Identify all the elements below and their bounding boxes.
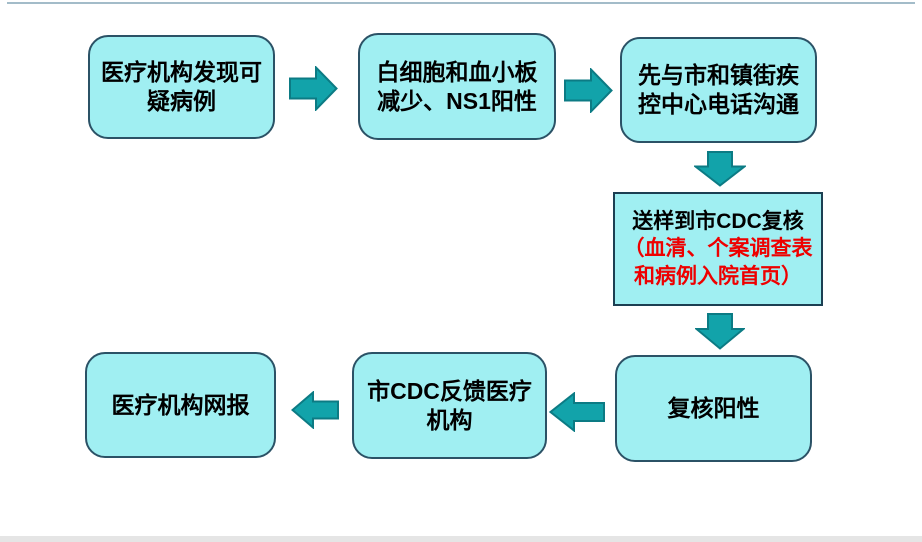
flow-node-label: 医疗机构网报	[111, 391, 250, 418]
slide-top-rule	[7, 2, 915, 4]
flow-node-suspected-case: 医疗机构发现可疑病例	[88, 35, 275, 139]
flow-node-label: 先与市和镇街疾控中心电话沟通	[638, 62, 799, 117]
flow-node-network-report: 医疗机构网报	[85, 352, 276, 458]
arrow-left-icon	[549, 392, 605, 432]
flow-node-phone-cdc: 先与市和镇街疾控中心电话沟通	[620, 37, 817, 143]
flow-node-send-sample: 送样到市CDC复核 （血清、个案调查表和病例入院首页）	[613, 192, 823, 306]
flow-node-label-black: 送样到市CDC复核	[632, 210, 804, 234]
slide-bottom-band	[0, 536, 922, 542]
arrow-right-icon	[289, 66, 338, 111]
flow-node-label: 白细胞和血小板减少、NS1阳性	[376, 58, 538, 114]
flow-node-cdc-feedback: 市CDC反馈医疗机构	[352, 352, 547, 459]
flow-node-label: 复核阳性	[667, 395, 760, 422]
arrow-down-icon	[694, 151, 746, 187]
flow-node-label: 医疗机构发现可疑病例	[101, 59, 262, 114]
flow-node-review-positive: 复核阳性	[615, 355, 812, 462]
flow-node-lab-findings: 白细胞和血小板减少、NS1阳性	[358, 33, 556, 140]
arrow-left-icon	[291, 391, 339, 429]
arrow-right-icon	[564, 68, 613, 113]
arrow-down-icon	[695, 313, 745, 350]
flow-node-label-red: （血清、个案调查表和病例入院首页）	[623, 237, 813, 288]
flow-node-label: 市CDC反馈医疗机构	[367, 377, 532, 433]
flow-node-label: 送样到市CDC复核 （血清、个案调查表和病例入院首页）	[621, 208, 815, 290]
